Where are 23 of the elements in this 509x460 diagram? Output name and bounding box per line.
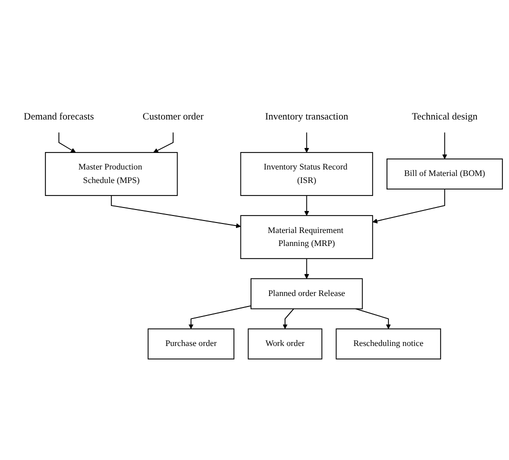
arrow: [153, 132, 174, 153]
node-box: Purchase order: [148, 328, 234, 360]
arrow: [188, 306, 252, 330]
node-box: Master Production Schedule (MPS): [44, 152, 178, 196]
node-box: Rescheduling notice: [336, 328, 442, 360]
arrow: [58, 132, 76, 153]
node-box: Work order: [248, 328, 322, 360]
node-text: Demand forecasts: [24, 111, 94, 122]
arrow: [442, 132, 448, 160]
node-text: Technical design: [412, 111, 478, 122]
node-box: Inventory Status Record (ISR): [240, 152, 374, 196]
arrow: [110, 195, 241, 228]
node-text: Inventory transaction: [265, 111, 348, 122]
arrow: [372, 188, 446, 224]
node-box: Planned order Release: [250, 278, 363, 310]
node-text: Customer order: [142, 111, 204, 122]
arrow: [304, 258, 310, 280]
node-box: Bill of Material (BOM): [386, 158, 503, 190]
arrow: [282, 308, 294, 330]
arrow: [304, 132, 310, 153]
arrow: [355, 308, 391, 330]
arrow: [304, 195, 310, 216]
node-box: Material Requirement Planning (MRP): [240, 215, 374, 260]
